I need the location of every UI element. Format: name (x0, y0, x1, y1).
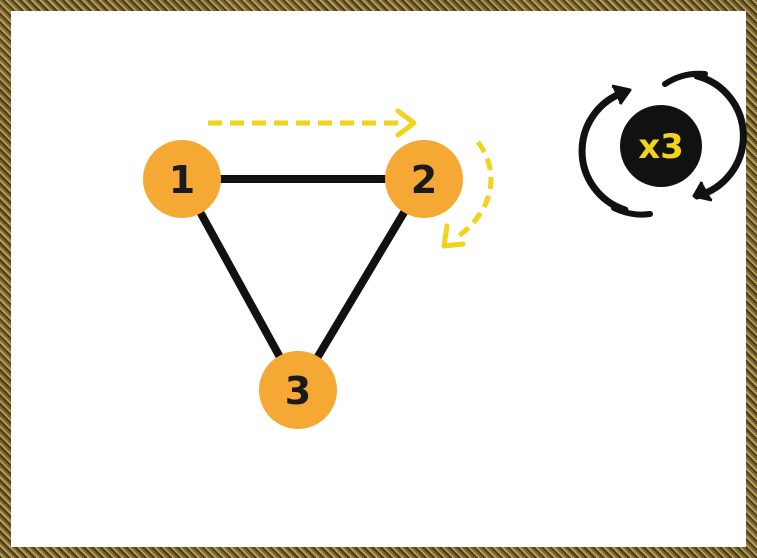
node-1-label: 1 (169, 158, 195, 202)
node-2: 2 (385, 140, 463, 218)
node-3-label: 3 (285, 369, 311, 413)
node-3: 3 (259, 351, 337, 429)
edge-1-3 (178, 175, 302, 394)
arrow-2-to-3 (441, 140, 494, 249)
repeat-arrows-icon (578, 70, 747, 218)
repeat-badge: x3 (578, 70, 747, 218)
repeat-count-label: x3 (638, 127, 684, 167)
arrow-1-to-2 (208, 108, 417, 138)
node-1: 1 (143, 140, 221, 218)
edge-2-3 (294, 175, 428, 394)
node-2-label: 2 (411, 158, 437, 202)
